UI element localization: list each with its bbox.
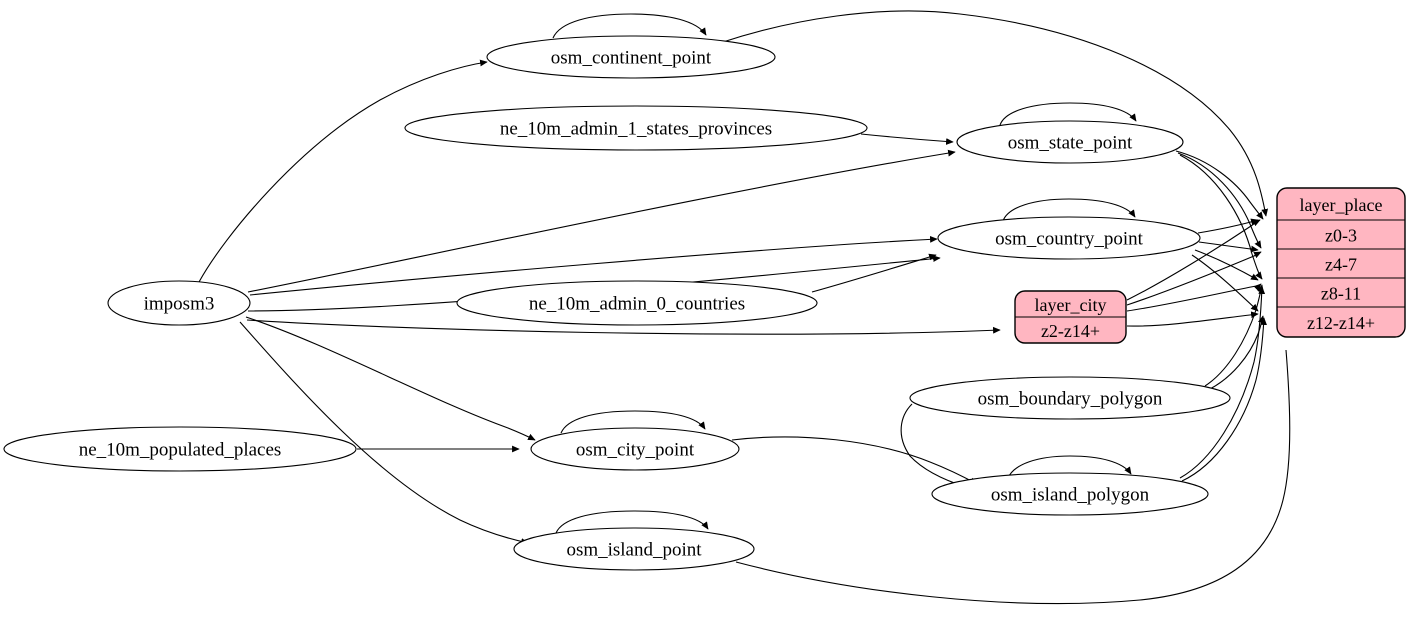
- edge-imposm3-to-osm_state_point: [247, 149, 956, 293]
- node-label-osm_city_point: osm_city_point: [576, 440, 695, 461]
- node-osm_boundary_polygon[interactable]: osm_boundary_polygon: [909, 376, 1231, 420]
- node-ne_10m_populated_places[interactable]: ne_10m_populated_places: [3, 426, 357, 472]
- node-label-osm_island_polygon: osm_island_polygon: [991, 485, 1150, 506]
- node-shape-ne_10m_populated_places: [3, 426, 357, 472]
- edge-osm_state_point-to-layer_place_z4: [1177, 152, 1262, 249]
- records-layer: layer_place z0-3 z4-7 z8-11 z12-z14+ layer_ci…: [1014, 187, 1406, 344]
- node-label-ne_10m_admin_1_states_provinces: ne_10m_admin_1_states_provinces: [500, 119, 772, 140]
- edge-osm_continent_point-to-layer_place_z0: [722, 10, 1269, 217]
- edge-osm_country_point-to-layer_place_z0: [1197, 218, 1259, 234]
- edge-osm_country_point-to-layer_place_z4: [1198, 241, 1259, 253]
- record-row-label-layer_place-2[interactable]: z4-7: [1325, 255, 1357, 275]
- node-shape-osm_island_polygon: [931, 472, 1209, 516]
- node-shape-ne_10m_admin_1_states_provinces: [404, 105, 868, 151]
- edge-imposm3-to-layer_city_z2: [246, 319, 1001, 335]
- edge-osm_city_point-to-osm_city_point: [560, 410, 706, 434]
- record-row-label-layer_place-0[interactable]: layer_place: [1300, 195, 1383, 215]
- node-shape-imposm3: [107, 280, 251, 326]
- edge-osm_island_polygon-to-layer_place_z8: [1179, 286, 1266, 479]
- edge-osm_continent_point-to-osm_continent_point: [552, 13, 707, 39]
- edge-layer_city-to-layer_place_z4: [1126, 251, 1262, 306]
- node-ne_10m_admin_1_states_provinces[interactable]: ne_10m_admin_1_states_provinces: [404, 105, 868, 151]
- node-shape-osm_state_point: [956, 120, 1184, 164]
- edge-osm_island_point-to-osm_island_point: [555, 510, 709, 534]
- record-row-label-layer_place-4[interactable]: z12-z14+: [1307, 313, 1375, 333]
- node-shape-osm_continent_point: [486, 35, 776, 79]
- record-cell-bg: [1277, 278, 1405, 307]
- edge-osm_island_polygon-to-layer_place_z12: [1181, 317, 1267, 482]
- edge-osm_country_point-to-layer_place_z12: [1191, 254, 1259, 312]
- node-label-osm_island_point: osm_island_point: [566, 540, 702, 561]
- edge-osm_city_point-to-osm_island_polygon: [731, 436, 978, 485]
- record-outline-layer_place: [1276, 187, 1406, 338]
- node-shape-osm_boundary_polygon: [909, 376, 1231, 420]
- edge-osm_state_point-to-layer_place_z8: [1179, 154, 1263, 280]
- node-shape-ne_10m_admin_0_countries: [456, 280, 818, 326]
- record-cell-bg: [1277, 307, 1405, 337]
- node-label-osm_state_point: osm_state_point: [1008, 133, 1133, 154]
- node-label-osm_continent_point: osm_continent_point: [551, 48, 712, 69]
- node-shape-osm_country_point: [937, 216, 1201, 260]
- node-shape-osm_city_point: [530, 427, 740, 471]
- edge-imposm3-to-osm_island_point: [239, 321, 529, 545]
- node-label-osm_country_point: osm_country_point: [995, 229, 1143, 250]
- record-outline-layer_city: [1014, 290, 1127, 344]
- edge-osm_country_point-to-layer_place_z8: [1194, 249, 1259, 281]
- record-cell-bg: [1015, 291, 1126, 317]
- edge-osm_island_polygon-to-osm_island_polygon: [1007, 455, 1132, 479]
- node-shape-osm_island_point: [513, 527, 755, 571]
- edge-ne_10m_admin_0_countries-to-osm_country_point: [811, 253, 937, 293]
- node-osm_continent_point[interactable]: osm_continent_point: [486, 35, 776, 79]
- record-row-label-layer_place-3[interactable]: z8-11: [1321, 284, 1361, 304]
- record-cell-bg: [1277, 188, 1405, 220]
- edge-osm_state_point-to-layer_place_z0: [1175, 150, 1264, 220]
- record-row-label-layer_city-1[interactable]: z2-z14+: [1041, 321, 1100, 341]
- edge-osm_island_point-to-layer_place_z12: [735, 349, 1291, 605]
- edge-osm_state_point-to-osm_state_point: [999, 102, 1137, 126]
- record-node-layer_place[interactable]: layer_place z0-3 z4-7 z8-11 z12-z14+: [1276, 187, 1406, 338]
- edge-layer_city-to-layer_place_z0: [1126, 219, 1261, 301]
- record-row-label-layer_place-1[interactable]: z0-3: [1325, 226, 1357, 246]
- record-cell-bg: [1277, 249, 1405, 278]
- node-imposm3[interactable]: imposm3: [107, 280, 251, 326]
- node-label-imposm3: imposm3: [144, 294, 215, 315]
- node-label-ne_10m_admin_0_countries: ne_10m_admin_0_countries: [529, 294, 745, 315]
- edge-imposm3-to-osm_country_point: [249, 235, 938, 296]
- node-osm_city_point[interactable]: osm_city_point: [530, 427, 740, 471]
- edge-imposm3-to-osm_continent_point: [198, 59, 488, 283]
- edge-ne_10m_admin_1_states_provinces-to-osm_state_point: [860, 133, 954, 145]
- record-cell-bg: [1277, 220, 1405, 249]
- node-osm_country_point[interactable]: osm_country_point: [937, 216, 1201, 260]
- nodes-layer: imposm3 ne_10m_populated_places ne_10m_adm…: [3, 35, 1231, 571]
- edge-osm_boundary_polygon-to-osm_island_polygon: [900, 403, 967, 489]
- edge-osm_country_point-to-osm_country_point: [1002, 198, 1136, 222]
- node-label-osm_boundary_polygon: osm_boundary_polygon: [978, 389, 1163, 410]
- node-osm_island_polygon[interactable]: osm_island_polygon: [931, 472, 1209, 516]
- node-osm_island_point[interactable]: osm_island_point: [513, 527, 755, 571]
- node-osm_state_point[interactable]: osm_state_point: [956, 120, 1184, 164]
- edge-layer_city-to-layer_place_z12: [1126, 311, 1259, 327]
- edges-layer: [198, 10, 1291, 605]
- record-row-label-layer_city-0[interactable]: layer_city: [1035, 295, 1107, 315]
- record-node-layer_city[interactable]: layer_city z2-z14+: [1014, 290, 1127, 344]
- record-cell-bg: [1015, 317, 1126, 343]
- node-label-ne_10m_populated_places: ne_10m_populated_places: [79, 440, 282, 461]
- edge-imposm3-to-osm_city_point: [245, 316, 536, 441]
- node-ne_10m_admin_0_countries[interactable]: ne_10m_admin_0_countries: [456, 280, 818, 326]
